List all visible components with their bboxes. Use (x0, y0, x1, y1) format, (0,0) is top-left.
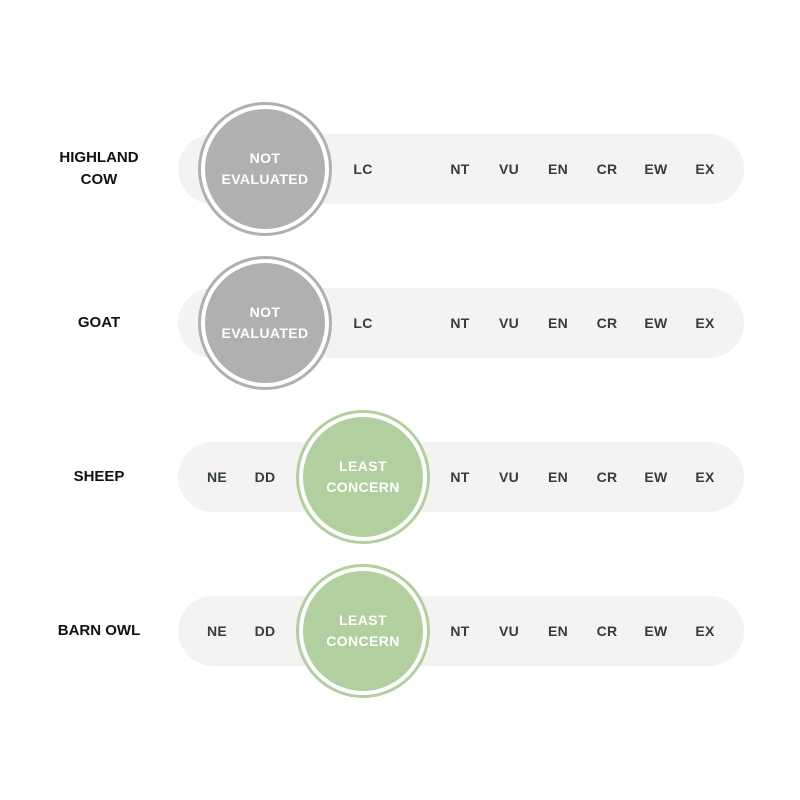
category-label: LC (353, 161, 373, 177)
category-label: NT (450, 315, 470, 331)
status-badge: LEAST CONCERN (296, 564, 430, 698)
category-label: EN (547, 161, 569, 177)
category-label: VU (498, 161, 520, 177)
category-label: CR (596, 469, 618, 485)
status-row: GOATDDLCNTVUENCREWEXNOT EVALUATED (0, 253, 800, 393)
status-badge: NOT EVALUATED (198, 256, 332, 390)
category-label: NT (450, 161, 470, 177)
category-label: EX (695, 315, 715, 331)
category-label: EX (695, 469, 715, 485)
status-badge: LEAST CONCERN (296, 410, 430, 544)
animal-label: SHEEP (73, 468, 125, 485)
category-label: DD (254, 623, 276, 639)
category-label: NT (450, 469, 470, 485)
category-label: EN (547, 469, 569, 485)
status-badge-label: NOT EVALUATED (205, 263, 325, 383)
status-row: SHEEP NE DD NT VU EN CR EW EX LEAST CONCERN (0, 407, 800, 547)
category-label: CR (596, 623, 618, 639)
category-label: VU (498, 315, 520, 331)
category-label: CR (596, 315, 618, 331)
category-label: EW (644, 161, 668, 177)
category-label: EX (695, 623, 715, 639)
animal-label: GOAT (77, 314, 121, 331)
category-label: LC (353, 315, 373, 331)
category-label: EW (644, 623, 668, 639)
status-track (178, 596, 744, 666)
category-label: NE (206, 469, 228, 485)
category-label: VU (498, 623, 520, 639)
category-label: NE (206, 623, 228, 639)
category-label: EW (644, 469, 668, 485)
category-label: EN (547, 623, 569, 639)
status-badge-label: LEAST CONCERN (303, 571, 423, 691)
status-badge: NOT EVALUATED (198, 102, 332, 236)
status-row: HIGHLAND COWDDLCNTVUENCREWEXNOT EVALUATE… (0, 99, 800, 239)
category-label: DD (254, 469, 276, 485)
category-label: VU (498, 469, 520, 485)
category-label: NT (450, 623, 470, 639)
category-label: EX (695, 161, 715, 177)
status-track (178, 442, 744, 512)
category-label: EW (644, 315, 668, 331)
status-badge-label: LEAST CONCERN (303, 417, 423, 537)
status-row: BARN OWL NE DD NT VU EN CR EW EX LEAST CONCERN (0, 561, 800, 701)
category-label: CR (596, 161, 618, 177)
animal-label: HIGHLAND COW (59, 149, 139, 188)
category-label: EN (547, 315, 569, 331)
animal-label: BARN OWL (57, 622, 141, 639)
status-badge-label: NOT EVALUATED (205, 109, 325, 229)
